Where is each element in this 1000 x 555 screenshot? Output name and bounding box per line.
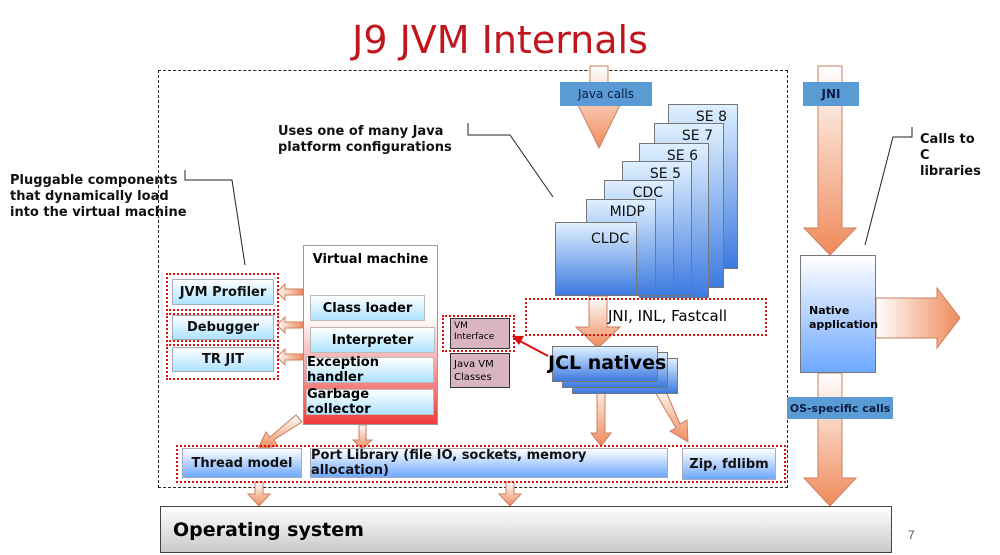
annotation-line: Pluggable components: [10, 173, 178, 188]
vm-interface-group: [442, 315, 515, 352]
config-label: SE 7: [681, 128, 713, 144]
configurations-annotation: Uses one of many Java platform configura…: [278, 124, 452, 156]
jit-arrow: [276, 347, 304, 367]
vm-interface-line: VM: [454, 321, 468, 331]
garbage-collector: Garbage collector: [306, 387, 434, 417]
exception-handler: Exception handler: [306, 355, 434, 385]
annotation-line: into the virtual machine: [10, 205, 187, 220]
page-title: J9 JVM Internals: [352, 18, 648, 62]
jni-inl-fastcall-label: JNI, INL, Fastcall: [608, 307, 728, 325]
annotation-line: C: [920, 148, 930, 163]
java-vm-classes-line: Classes: [454, 372, 492, 383]
thread-os-arrow: [246, 481, 272, 507]
vm-interface-line: Interface: [454, 332, 495, 342]
config-bracket: [467, 123, 554, 198]
vm-interface-red-arrow: [517, 339, 549, 357]
port-os-arrow: [497, 481, 523, 507]
profiler-group: [166, 273, 279, 311]
debugger: Debugger: [172, 315, 274, 340]
native-right-arrow: [875, 286, 961, 350]
annotation-line: Uses one of many Java: [278, 124, 444, 139]
virtual-machine-title: Virtual machine: [312, 252, 429, 267]
class-loader: Class loader: [310, 295, 425, 321]
pluggable-bracket: [184, 170, 246, 266]
config-label: SE 6: [666, 148, 698, 164]
annotation-line: that dynamically load: [10, 189, 169, 204]
java-calls-label: Java calls: [560, 82, 652, 106]
annotation-line: Calls to: [920, 132, 975, 147]
debugger-arrow: [276, 315, 304, 335]
java-calls-arrow: [577, 65, 621, 150]
config-label: SE 8: [695, 109, 727, 125]
jvm-profiler: JVM Profiler: [172, 279, 274, 305]
jvm-boundary: [158, 70, 788, 488]
native-application-line: application: [809, 318, 879, 331]
port-library: Port Library (file IO, sockets, memory a…: [310, 448, 668, 478]
vm-thread-arrow: [257, 414, 303, 450]
config-label: CLDC: [591, 231, 630, 247]
os-specific-calls-label: OS-specific calls: [787, 397, 893, 419]
java-vm-classes-line: Java VM: [454, 359, 494, 370]
config-label: CDC: [632, 185, 663, 201]
native-down-arrow: [802, 372, 858, 507]
pluggable-annotation: Pluggable components that dynamically lo…: [10, 173, 187, 221]
jcl-zip-arrow: [654, 386, 689, 443]
thread-model: Thread model: [182, 448, 302, 478]
config-label: SE 5: [649, 166, 681, 182]
zip-fdlibm: Zip, fdlibm: [682, 448, 776, 480]
debugger-group: [166, 313, 279, 342]
calls-bracket: [864, 127, 913, 246]
operating-system: Operating system: [160, 506, 892, 553]
profiler-arrow: [276, 282, 304, 302]
config-cldc: CLDC: [555, 222, 637, 296]
vm-port-arrow: [351, 424, 374, 450]
jni-inl-fastcall-group: [525, 298, 767, 336]
jni-label: JNI: [803, 82, 859, 106]
native-application: Native application: [800, 255, 879, 373]
interpreter: Interpreter: [310, 327, 435, 353]
vm-interface-box: VM Interface: [450, 318, 510, 349]
jcl-front: [552, 346, 658, 382]
native-application-line: Native: [809, 304, 850, 317]
config-label: MIDP: [609, 204, 645, 220]
jit-group: [166, 344, 279, 380]
jcl-natives-label: JCL natives: [548, 352, 667, 374]
annotation-line: libraries: [920, 164, 981, 179]
page-number: 7: [908, 528, 915, 542]
calls-annotation: Calls to C libraries: [920, 132, 981, 180]
annotation-line: platform configurations: [278, 140, 452, 155]
library-group: [176, 445, 786, 483]
red-arrow-head: [512, 336, 524, 345]
java-vm-classes-box: Java VM Classes: [450, 353, 510, 388]
tr-jit: TR JIT: [172, 347, 274, 372]
